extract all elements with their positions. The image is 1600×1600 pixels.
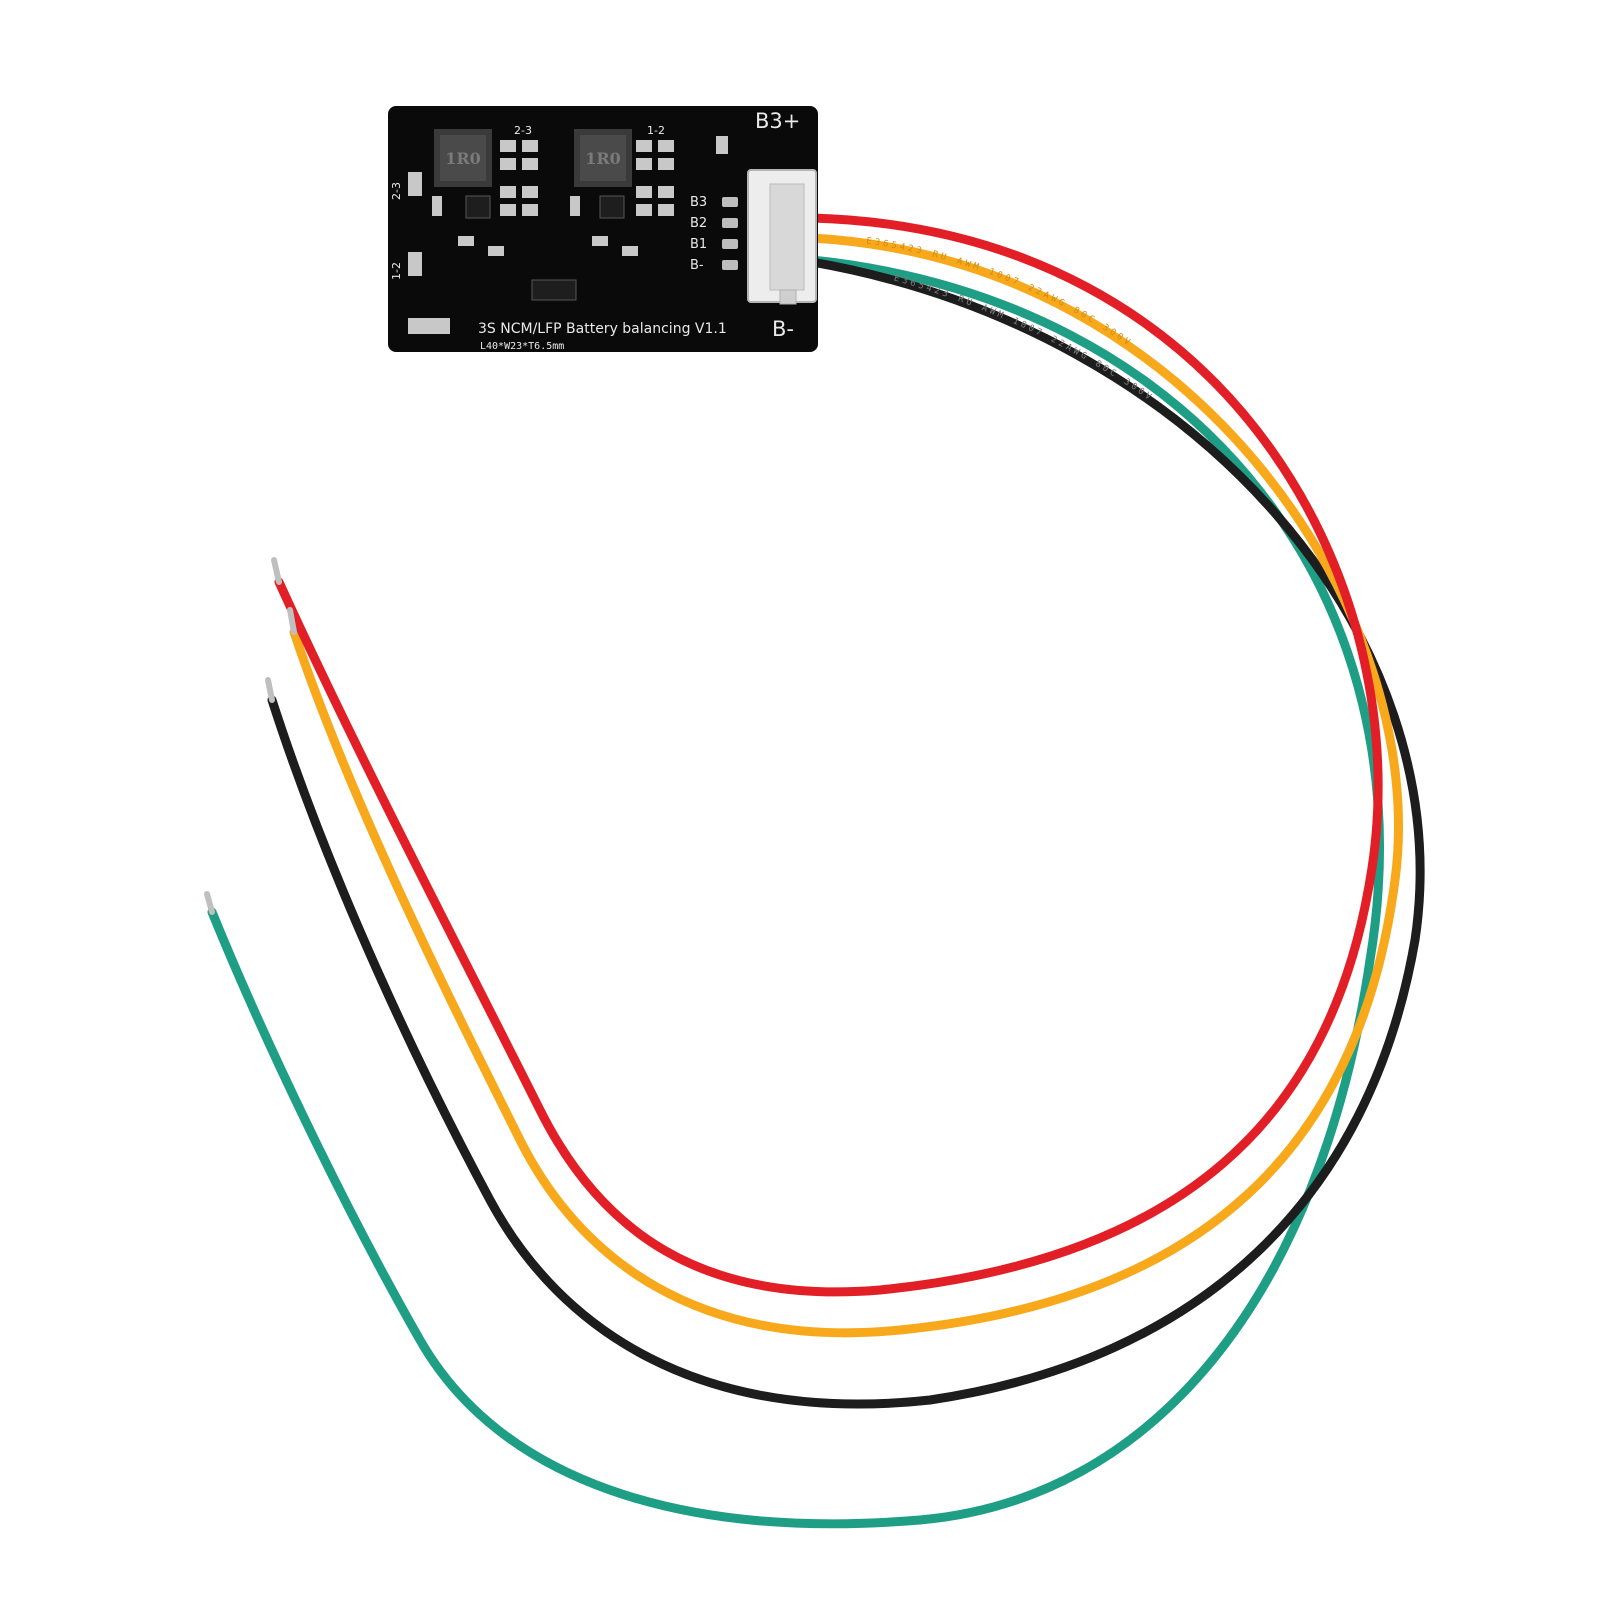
- label-b3-plus: B3+: [755, 109, 800, 133]
- pin-labels: B3 B2 B1 B-: [690, 195, 707, 273]
- jst-connector: [747, 169, 817, 305]
- wire-black: [272, 262, 1420, 1404]
- section-label-right: 1-2: [647, 124, 665, 137]
- pin-label-b1: B1: [690, 237, 707, 252]
- led-bottom: [408, 252, 422, 276]
- board-title: 3S NCM/LFP Battery balancing V1.1: [478, 321, 727, 337]
- inductor-right: 1R0: [574, 129, 632, 187]
- board-dimensions: L40*W23*T6.5mm: [480, 341, 564, 352]
- pcb-substrate: [388, 106, 818, 352]
- connector-latch: [769, 183, 805, 291]
- capacitor-grid-left: [500, 140, 538, 216]
- tip-yellow: [287, 607, 297, 635]
- capacitor-grid-right: [636, 140, 674, 216]
- smd-components: [408, 136, 728, 334]
- inductor-left: 1R0: [434, 129, 492, 187]
- label-b-minus: B-: [772, 317, 794, 341]
- pcb-board: 1R0 1R0: [388, 106, 818, 352]
- pin-label-b2: B2: [690, 216, 707, 231]
- pin-pads: [722, 197, 738, 270]
- wire-red: [279, 218, 1378, 1292]
- inductor-right-label: 1R0: [585, 149, 621, 168]
- wire-bundle: E365423 RU AWM 1007 22AWG 80C 300V E3654…: [212, 218, 1420, 1524]
- wire-tips: [204, 557, 297, 915]
- side-label-bottom: 1-2: [390, 262, 403, 280]
- side-label-top: 2-3: [390, 182, 403, 200]
- pin-label-b3: B3: [690, 195, 707, 210]
- tip-black: [265, 677, 275, 703]
- led-top: [408, 172, 422, 196]
- section-label-left: 2-3: [514, 124, 532, 137]
- tip-red: [271, 557, 282, 585]
- pin-label-b-minus: B-: [690, 258, 704, 273]
- tip-green: [204, 891, 215, 915]
- inductor-left-label: 1R0: [445, 149, 481, 168]
